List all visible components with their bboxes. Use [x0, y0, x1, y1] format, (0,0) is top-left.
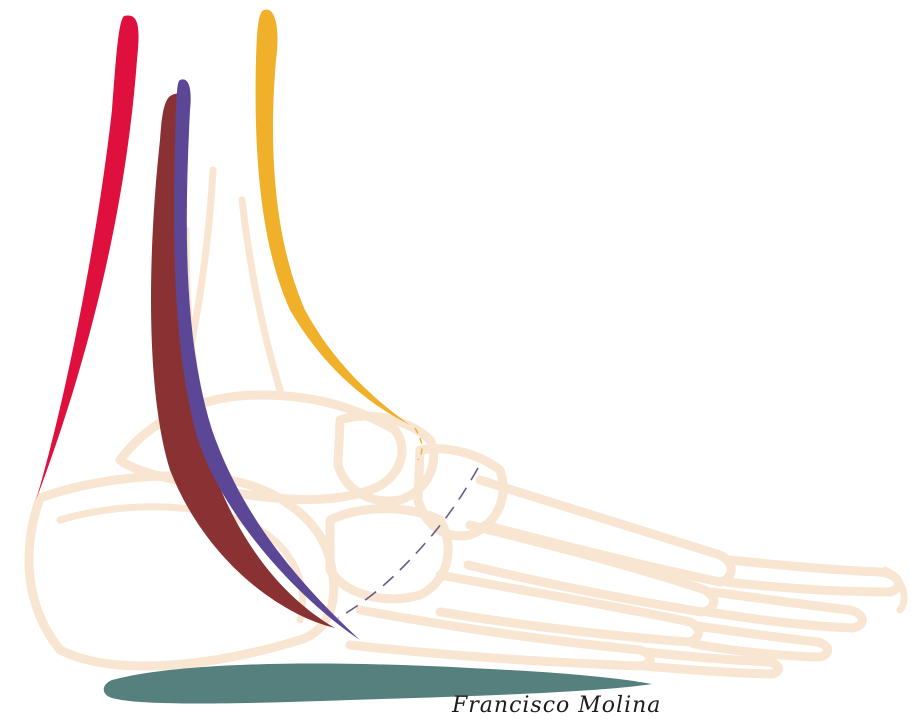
calcaneus-inner [60, 507, 303, 620]
tendon-yellow [256, 10, 410, 425]
phalanx-3 [694, 626, 828, 657]
artist-signature: Francisco Molina [451, 693, 661, 718]
tendon-red [36, 15, 139, 500]
phalanx-1 [726, 560, 899, 592]
metatarsal-1 [480, 480, 731, 582]
phalanx-2 [708, 592, 862, 628]
tendon-group [36, 10, 478, 640]
